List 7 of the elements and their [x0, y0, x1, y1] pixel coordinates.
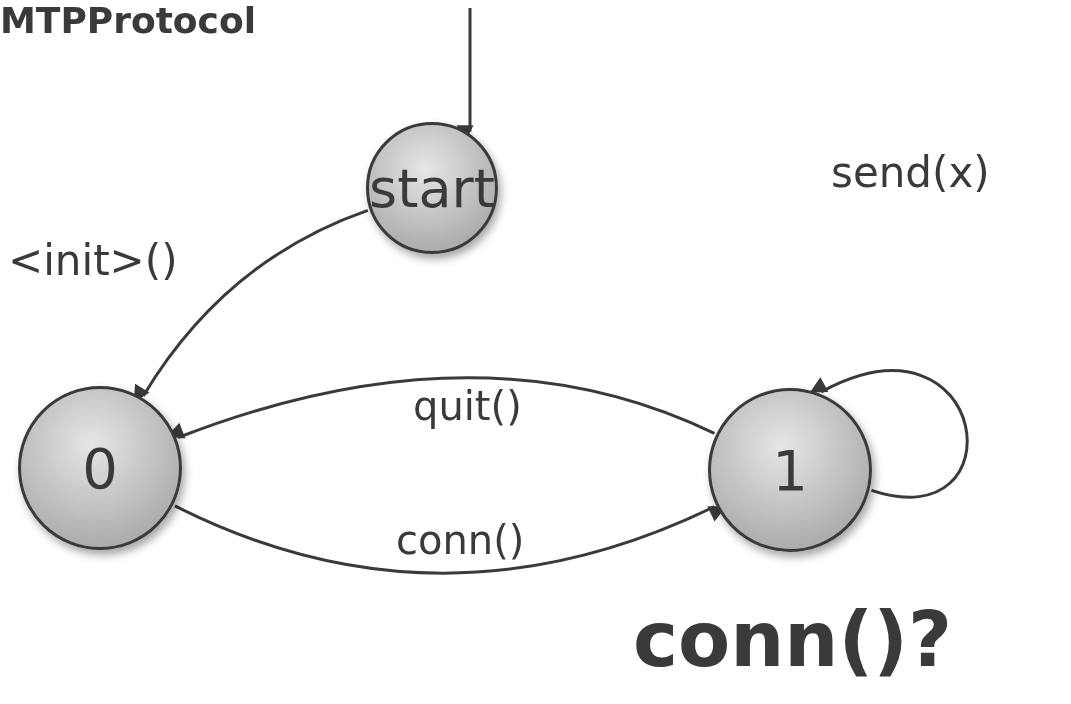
state-label: 1 — [772, 437, 808, 503]
note-text: conn()? — [632, 598, 954, 682]
state-label: start — [369, 156, 495, 220]
state-label: 0 — [82, 435, 118, 501]
transition-arrow — [809, 369, 969, 499]
state-circle — [708, 388, 872, 552]
diagram-title: MTPProtocol — [0, 0, 256, 41]
